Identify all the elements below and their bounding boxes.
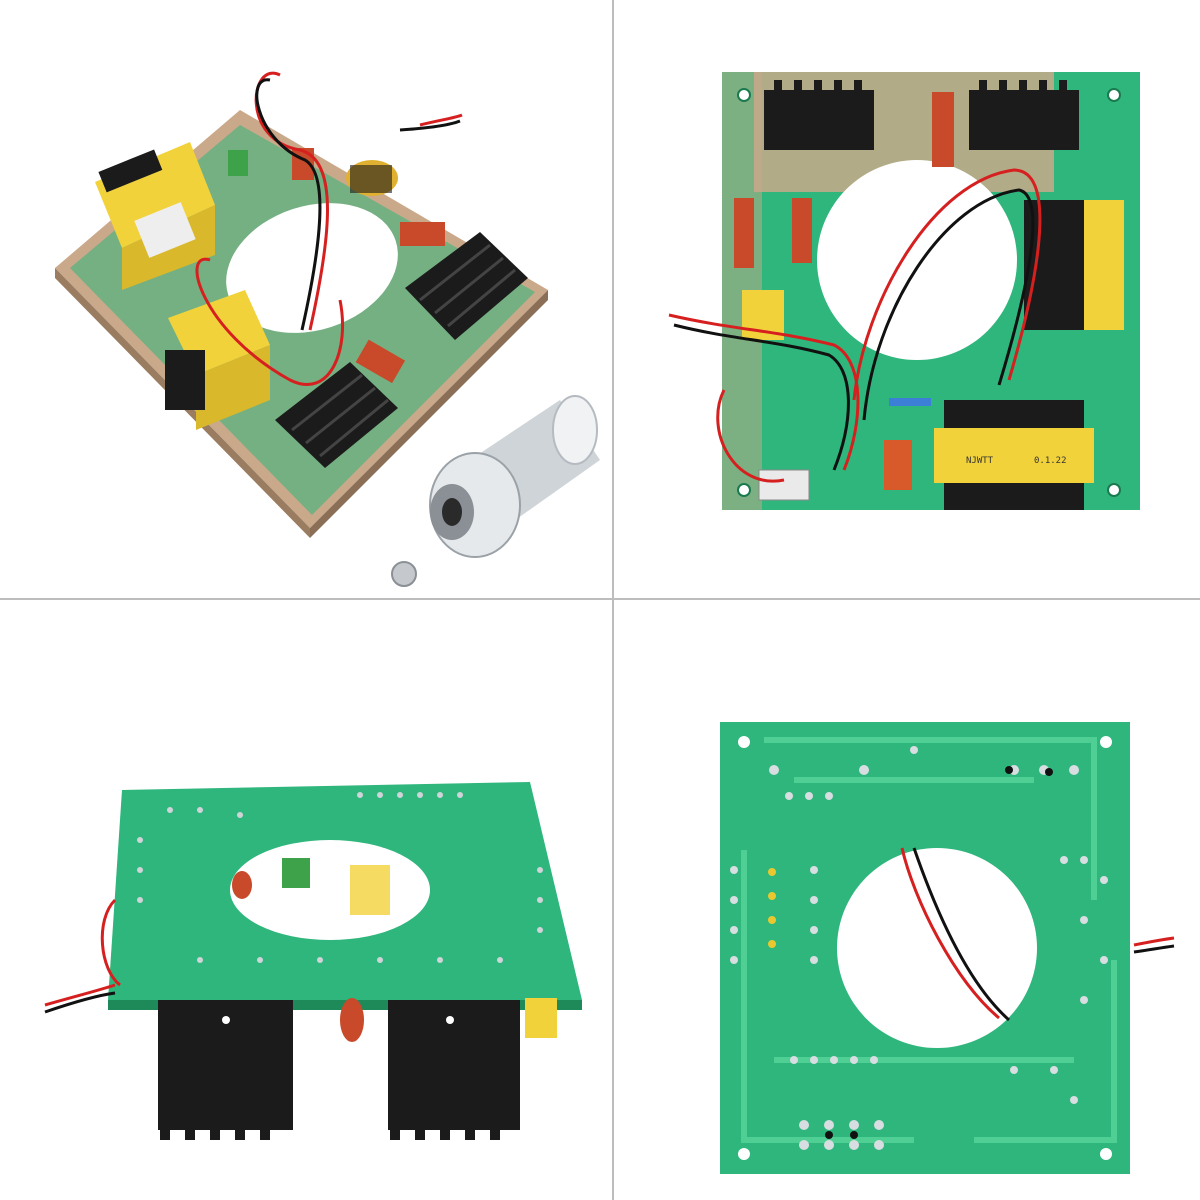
grid-divider-horizontal — [0, 598, 1200, 600]
solder-points — [137, 792, 543, 963]
board-hole — [817, 160, 1017, 360]
transformer-bottom: NJWTT 0.1.22 — [934, 400, 1094, 510]
capacitor — [355, 339, 406, 384]
capacitor — [734, 198, 754, 268]
wire-red — [44, 983, 116, 1007]
copper-traces — [741, 737, 1117, 1143]
heatsink-right — [388, 1000, 520, 1140]
board-hole — [226, 203, 398, 333]
wire-black — [44, 991, 116, 1014]
solder-pads — [730, 746, 1108, 1150]
wire-red — [668, 313, 860, 471]
board-hole — [230, 840, 430, 940]
heatsink-left — [158, 1000, 293, 1140]
capacitor — [340, 998, 364, 1042]
connector — [758, 469, 810, 501]
svg-text:NJWTT: NJWTT — [966, 456, 994, 466]
panel-bottom-left — [0, 600, 612, 1200]
top-view-board-illustration: NJWTT 0.1.22 — [668, 72, 1140, 510]
svg-text:0.1.22: 0.1.22 — [1034, 456, 1067, 466]
heatsink-right — [405, 232, 528, 340]
magnet-disc — [391, 561, 417, 587]
capacitor — [792, 198, 812, 263]
transformer-right — [1024, 200, 1124, 330]
ultrasonic-transducer — [429, 395, 600, 558]
capacitor-green — [228, 150, 248, 176]
heatsink-top-left — [764, 80, 874, 150]
inductor-coil — [346, 160, 398, 196]
inductor — [884, 440, 912, 490]
transformer-1 — [95, 142, 215, 290]
angled-board-illustration — [55, 71, 600, 587]
capacitor — [400, 222, 445, 246]
resistor — [889, 398, 931, 406]
wire-black — [912, 847, 1010, 1022]
transformer-edge — [525, 998, 557, 1038]
panel-bottom-right — [614, 600, 1200, 1200]
panel-top-left — [0, 0, 612, 598]
wire-black — [673, 323, 850, 471]
bottom-view-board-illustration — [720, 722, 1175, 1174]
grid-divider-vertical — [612, 0, 614, 1200]
transformer-2 — [165, 290, 270, 430]
wire-red — [900, 847, 1000, 1020]
heatsink-bottom — [275, 362, 398, 468]
heatsink-top-right — [969, 80, 1079, 150]
panel-top-right: NJWTT 0.1.22 — [614, 0, 1200, 598]
wire-black — [255, 78, 322, 331]
capacitor — [932, 92, 954, 167]
side-view-board-illustration — [44, 782, 582, 1140]
